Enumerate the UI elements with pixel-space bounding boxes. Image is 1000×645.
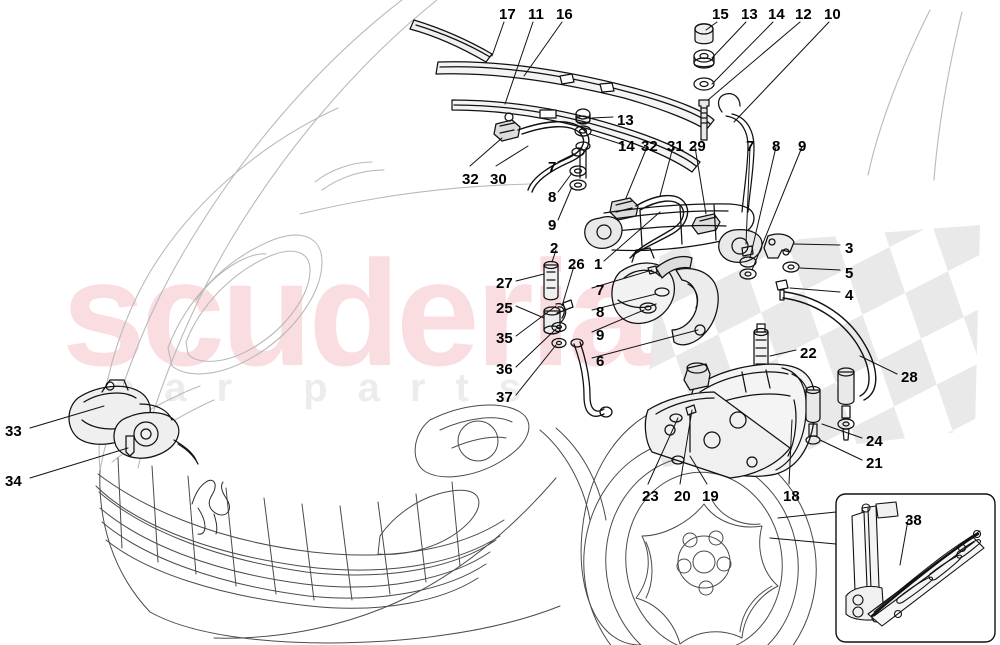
callout-7: 7 [596,282,605,299]
part-14-washer-mid [574,125,592,137]
part-21-grommet-pump [837,418,855,441]
part-10-link-rod [717,92,755,213]
part-9-nut-right-col [739,268,757,280]
part-24-washer-pump [837,367,855,419]
callout-8: 8 [548,189,557,206]
callout-33: 33 [5,423,22,440]
part-4-bolt-right [775,279,789,301]
callout-13: 13 [617,112,634,129]
callout-29: 29 [689,138,706,155]
callout-8: 8 [772,138,781,155]
callout-9: 9 [596,327,605,344]
part-9-nut-motor [639,302,657,314]
callout-21: 21 [866,455,883,472]
callout-23: 23 [642,488,659,505]
callout-28: 28 [901,369,918,386]
callout-7: 7 [746,138,755,155]
part-12-bolt-top [698,99,710,141]
callout-3: 3 [845,240,854,257]
callout-34: 34 [5,473,22,490]
callout-5: 5 [845,265,854,282]
part-7-bolt-right-col [741,245,754,257]
callout-32: 32 [462,171,479,188]
part-8-washer-right-col [739,256,757,268]
callout-7: 7 [548,159,557,176]
part-27-level-sensor [543,260,559,301]
part-30-washer-hose [517,121,590,193]
part-2-feed-pipe [570,338,613,418]
part-11-wiper-arm [451,99,701,173]
callout-24: 24 [866,433,883,450]
callout-36: 36 [496,361,513,378]
part-31-washer-hose-right [629,195,689,259]
part-34-horn-bolt [125,435,135,457]
part-16-wiper-blade [435,61,715,131]
part-3-mounting-bracket [763,233,795,259]
callout-9: 9 [548,217,557,234]
part-8-washer-motor [654,287,670,297]
callout-32: 32 [641,138,658,155]
part-8-washer-left [569,165,587,177]
callout-14: 14 [768,6,785,23]
part-24b-washer-pump [805,385,821,445]
callout-20: 20 [674,488,691,505]
callout-4: 4 [845,287,854,304]
callout-1: 1 [594,256,603,273]
part-36-washer-small [551,321,567,333]
callout-22: 22 [800,345,817,362]
part-14-washer-top [693,77,715,91]
callout-8: 8 [596,304,605,321]
part-6-motor-bracket [671,267,719,346]
watermark-secondary: car parts [112,366,551,410]
callout-25: 25 [496,300,513,317]
callout-12: 12 [795,6,812,23]
part-7-bolt-motor [647,265,658,275]
callout-38: 38 [905,512,922,529]
callout-19: 19 [702,488,719,505]
part-28-washer-hose-long [782,291,877,401]
callout-2: 2 [550,240,559,257]
callout-30: 30 [490,171,507,188]
part-7-bolt-left [571,147,585,157]
part-35-screw [556,299,574,314]
callout-14: 14 [618,138,635,155]
part-33-horn [68,379,199,465]
callout-13: 13 [741,6,758,23]
part-32-washer-jet-left [493,112,521,142]
callout-31: 31 [667,138,684,155]
callout-15: 15 [712,6,729,23]
part-9-nut-left [569,179,587,191]
part-37-nut-small [551,337,567,349]
part-38-seal [870,532,980,618]
callout-17: 17 [499,6,516,23]
callout-18: 18 [783,488,800,505]
part-13-cap-nut-mid [575,108,591,125]
callout-35: 35 [496,330,513,347]
callout-26: 26 [568,256,585,273]
part-5-washer-right [782,261,800,273]
callout-11: 11 [528,6,544,23]
callout-10: 10 [824,6,841,23]
callout-6: 6 [596,353,605,370]
callout-16: 16 [556,6,573,23]
part-2-wiper-motor [611,247,693,325]
callout-27: 27 [496,275,513,292]
part-17-blade-tip [409,19,493,63]
callout-9: 9 [798,138,807,155]
callout-37: 37 [496,389,513,406]
